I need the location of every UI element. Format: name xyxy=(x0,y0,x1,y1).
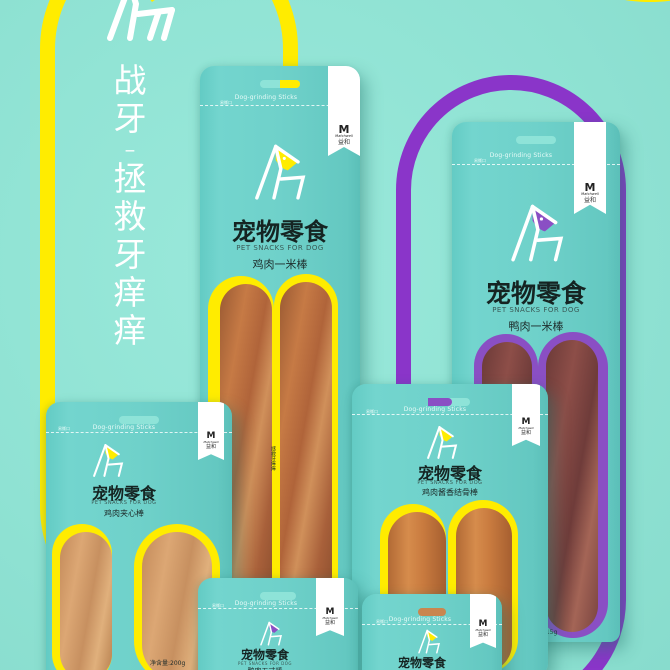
product-flavor: 鸭肉一米棒 xyxy=(508,320,564,333)
product-flavor: 鸡肉酱香结骨棒 xyxy=(422,488,478,497)
brand-name-cn: 益和 xyxy=(205,444,216,450)
product-title-cn: 宠物零食 xyxy=(91,484,156,503)
brand-name-cn: 益和 xyxy=(337,138,350,146)
product-title-en: PET SNACKS FOR DOG xyxy=(492,306,580,314)
slogan-char: 拯 xyxy=(113,159,147,198)
side-text: 拯救牙痒痒 xyxy=(270,446,276,471)
brand-name-cn: 益和 xyxy=(477,632,488,638)
brand-name-cn: 益和 xyxy=(583,196,596,204)
dog-head-flag-icon xyxy=(255,144,306,200)
product-bag-duck-5inch[interactable]: Dog-grinding Sticks 易撕口 M Matchwell 益和 宠… xyxy=(198,578,358,670)
subtitle-en: Dog-grinding Sticks xyxy=(92,424,156,431)
product-bag-chicken-5inch[interactable]: Dog-grinding Sticks 易撕口 M Matchwell 益和 宠… xyxy=(362,594,502,670)
hang-accent xyxy=(428,398,452,406)
product-title-cn: 宠物零食 xyxy=(240,648,289,662)
hang-accent xyxy=(280,80,300,88)
subtitle-en: Dog-grinding Sticks xyxy=(234,600,298,607)
dog-head-flag-icon xyxy=(511,204,564,262)
brand-mark: M xyxy=(206,431,216,441)
hang-hole xyxy=(516,136,556,144)
dog-head-flag-icon xyxy=(93,444,124,477)
product-title-en: PET SNACKS FOR DOG xyxy=(417,480,483,486)
dog-head-flag-icon xyxy=(107,0,175,41)
subtitle-en: Dog-grinding Sticks xyxy=(388,616,452,623)
brand-tag: M Matchwell 益和 xyxy=(328,66,360,156)
tear-label: 易撕口 xyxy=(366,409,378,414)
tear-label: 易撕口 xyxy=(212,603,224,608)
product-title-cn: 宠物零食 xyxy=(417,464,482,483)
brand-mark: M xyxy=(521,417,531,427)
product-flavor: 鸡肉夹心棒 xyxy=(104,509,144,518)
brand-mark: M xyxy=(338,123,350,137)
hang-hole xyxy=(260,592,296,600)
subtitle-en: Dog-grinding Sticks xyxy=(403,406,467,413)
tear-label: 易撕口 xyxy=(474,158,486,163)
brand-name-cn: 益和 xyxy=(324,620,335,626)
brand-name-en: Matchwell xyxy=(322,616,338,620)
product-title-en: PET SNACKS FOR DOG xyxy=(238,661,292,666)
tear-line xyxy=(352,414,548,415)
net-weight: 净含量:200g xyxy=(150,660,186,667)
subtitle-en: Dog-grinding Sticks xyxy=(489,152,553,159)
tear-label: 易撕口 xyxy=(58,426,70,431)
slogan-char: 痒 xyxy=(113,311,147,350)
slogan-char: 牙 xyxy=(113,235,147,274)
tear-line xyxy=(200,105,360,106)
product-title-en: PET SNACKS FOR DOG xyxy=(236,244,324,252)
brand-mark: M xyxy=(325,607,335,617)
slogan-char: 痒 xyxy=(113,273,147,312)
tear-line xyxy=(198,608,358,609)
product-flavor: 鸭肉五寸棒 xyxy=(198,666,358,670)
slogan-char: - xyxy=(124,129,136,168)
brand-tag: M Matchwell 益和 xyxy=(470,594,496,648)
brand-name-en: Matchwell xyxy=(581,192,599,197)
product-window-right xyxy=(546,340,598,632)
product-flavor: 鸡肉一米棒 xyxy=(252,258,308,271)
brand-tag: M Matchwell 益和 xyxy=(316,578,344,636)
hang-hole xyxy=(418,608,446,616)
subtitle-en: Dog-grinding Sticks xyxy=(234,94,298,101)
brand-mark: M xyxy=(584,181,596,195)
tear-line xyxy=(362,624,502,625)
dog-head-flag-icon xyxy=(418,629,440,654)
brand-tag: M Matchwell 益和 xyxy=(512,384,540,446)
product-title-cn: 宠物零食 xyxy=(485,279,586,308)
product-window-left xyxy=(60,532,112,670)
tear-line xyxy=(46,432,232,433)
product-title-cn: 宠物零食 xyxy=(232,218,328,246)
brand-name-en: Matchwell xyxy=(335,134,353,139)
slogan-char: 战 xyxy=(113,61,147,100)
brand-name-cn: 益和 xyxy=(520,430,531,436)
brand-tag: M Matchwell 益和 xyxy=(198,402,224,460)
hero-slogan: 战 牙 - 拯 救 牙 痒 痒 xyxy=(110,62,150,350)
tear-label: 易撕口 xyxy=(376,619,388,624)
product-bag-chicken-core[interactable]: Dog-grinding Sticks 易撕口 M Matchwell 益和 宠… xyxy=(46,402,232,670)
yellow-arch-fragment xyxy=(600,0,670,2)
brand-name-en: Matchwell xyxy=(475,628,491,632)
slogan-char: 救 xyxy=(113,197,147,236)
product-title-en: PET SNACKS FOR DOG xyxy=(91,500,157,506)
slogan-char: 牙 xyxy=(113,99,147,138)
tear-label: 易撕口 xyxy=(220,100,232,105)
product-title-cn: 宠物零食 xyxy=(397,656,446,670)
tear-line xyxy=(452,164,620,165)
product-window-right xyxy=(280,282,332,614)
dog-head-flag-icon xyxy=(260,621,282,646)
brand-tag: M Matchwell 益和 xyxy=(574,122,606,214)
brand-mark: M xyxy=(478,619,488,629)
brand-name-en: Matchwell xyxy=(203,440,219,444)
hang-hole xyxy=(119,416,159,424)
dog-head-flag-icon xyxy=(427,426,458,459)
brand-name-en: Matchwell xyxy=(518,426,534,430)
